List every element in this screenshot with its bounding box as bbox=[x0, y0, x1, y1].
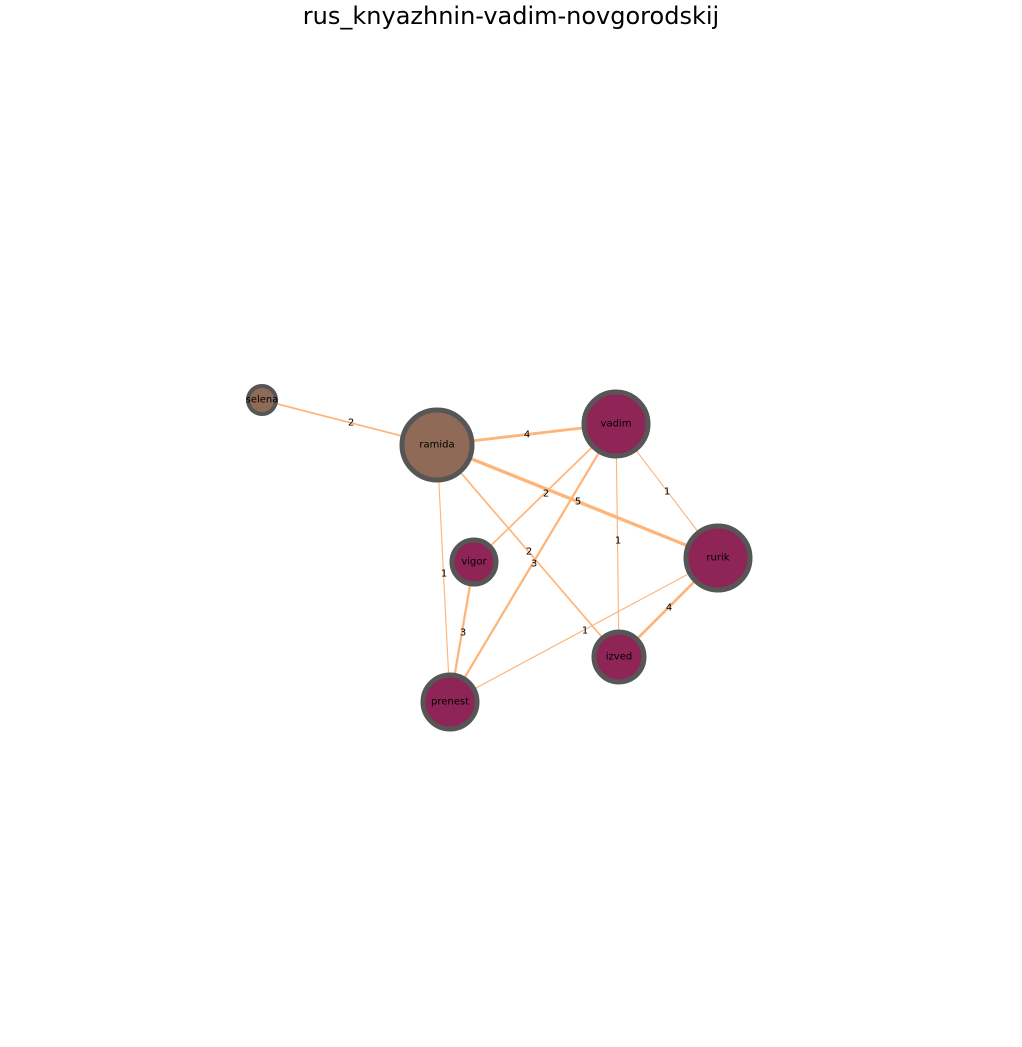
nodes-layer: selena ramida vadim rurik vigor izved prenest bbox=[246, 384, 753, 732]
edge-weight-label: 5 bbox=[575, 497, 581, 508]
node-circle bbox=[449, 537, 499, 587]
node-vadim: vadim bbox=[581, 389, 651, 459]
node-label: izved bbox=[606, 652, 632, 663]
node-label: vadim bbox=[601, 419, 632, 430]
node-label: ramida bbox=[419, 440, 454, 451]
node-circle bbox=[246, 384, 278, 416]
edge-weight-label: 1 bbox=[664, 487, 670, 498]
edge-ramida-prenest bbox=[436, 444, 451, 703]
node-circle bbox=[591, 629, 647, 685]
node-circle bbox=[420, 672, 480, 732]
edge-weight-label: 4 bbox=[524, 430, 530, 441]
node-vigor: vigor bbox=[449, 537, 499, 587]
edge-weight-label: 2 bbox=[526, 547, 532, 558]
edge-weight-label: 4 bbox=[666, 603, 672, 614]
edge-vadim-prenest bbox=[448, 422, 618, 704]
edge-weight-label: 3 bbox=[531, 559, 537, 570]
edge-rurik-prenest bbox=[449, 557, 719, 703]
edge-weight-label: 1 bbox=[615, 536, 621, 547]
edge-weight-label: 1 bbox=[582, 626, 588, 637]
node-label: rurik bbox=[706, 553, 729, 564]
node-selena: selena bbox=[246, 384, 279, 416]
node-prenest: prenest bbox=[420, 672, 480, 732]
graph-title: rus_knyazhnin-vadim-novgorodskij bbox=[302, 2, 720, 30]
edge-weight-label: 1 bbox=[441, 569, 447, 580]
edge-vadim-izved bbox=[615, 423, 620, 658]
node-rurik: rurik bbox=[683, 523, 753, 593]
node-circle bbox=[581, 389, 651, 459]
edge-ramida-izved bbox=[436, 444, 620, 658]
node-ramida: ramida bbox=[399, 407, 475, 483]
node-label: vigor bbox=[461, 557, 487, 568]
edge-weight-label: 3 bbox=[460, 628, 466, 639]
edge-weight-label: 2 bbox=[348, 418, 354, 429]
edge-ramida-rurik bbox=[435, 443, 720, 560]
node-izved: izved bbox=[591, 629, 647, 685]
node-circle bbox=[683, 523, 753, 593]
edge-weight-label: 2 bbox=[543, 489, 549, 500]
node-label: prenest bbox=[431, 697, 469, 708]
node-circle bbox=[399, 407, 475, 483]
node-label: selena bbox=[246, 395, 279, 406]
